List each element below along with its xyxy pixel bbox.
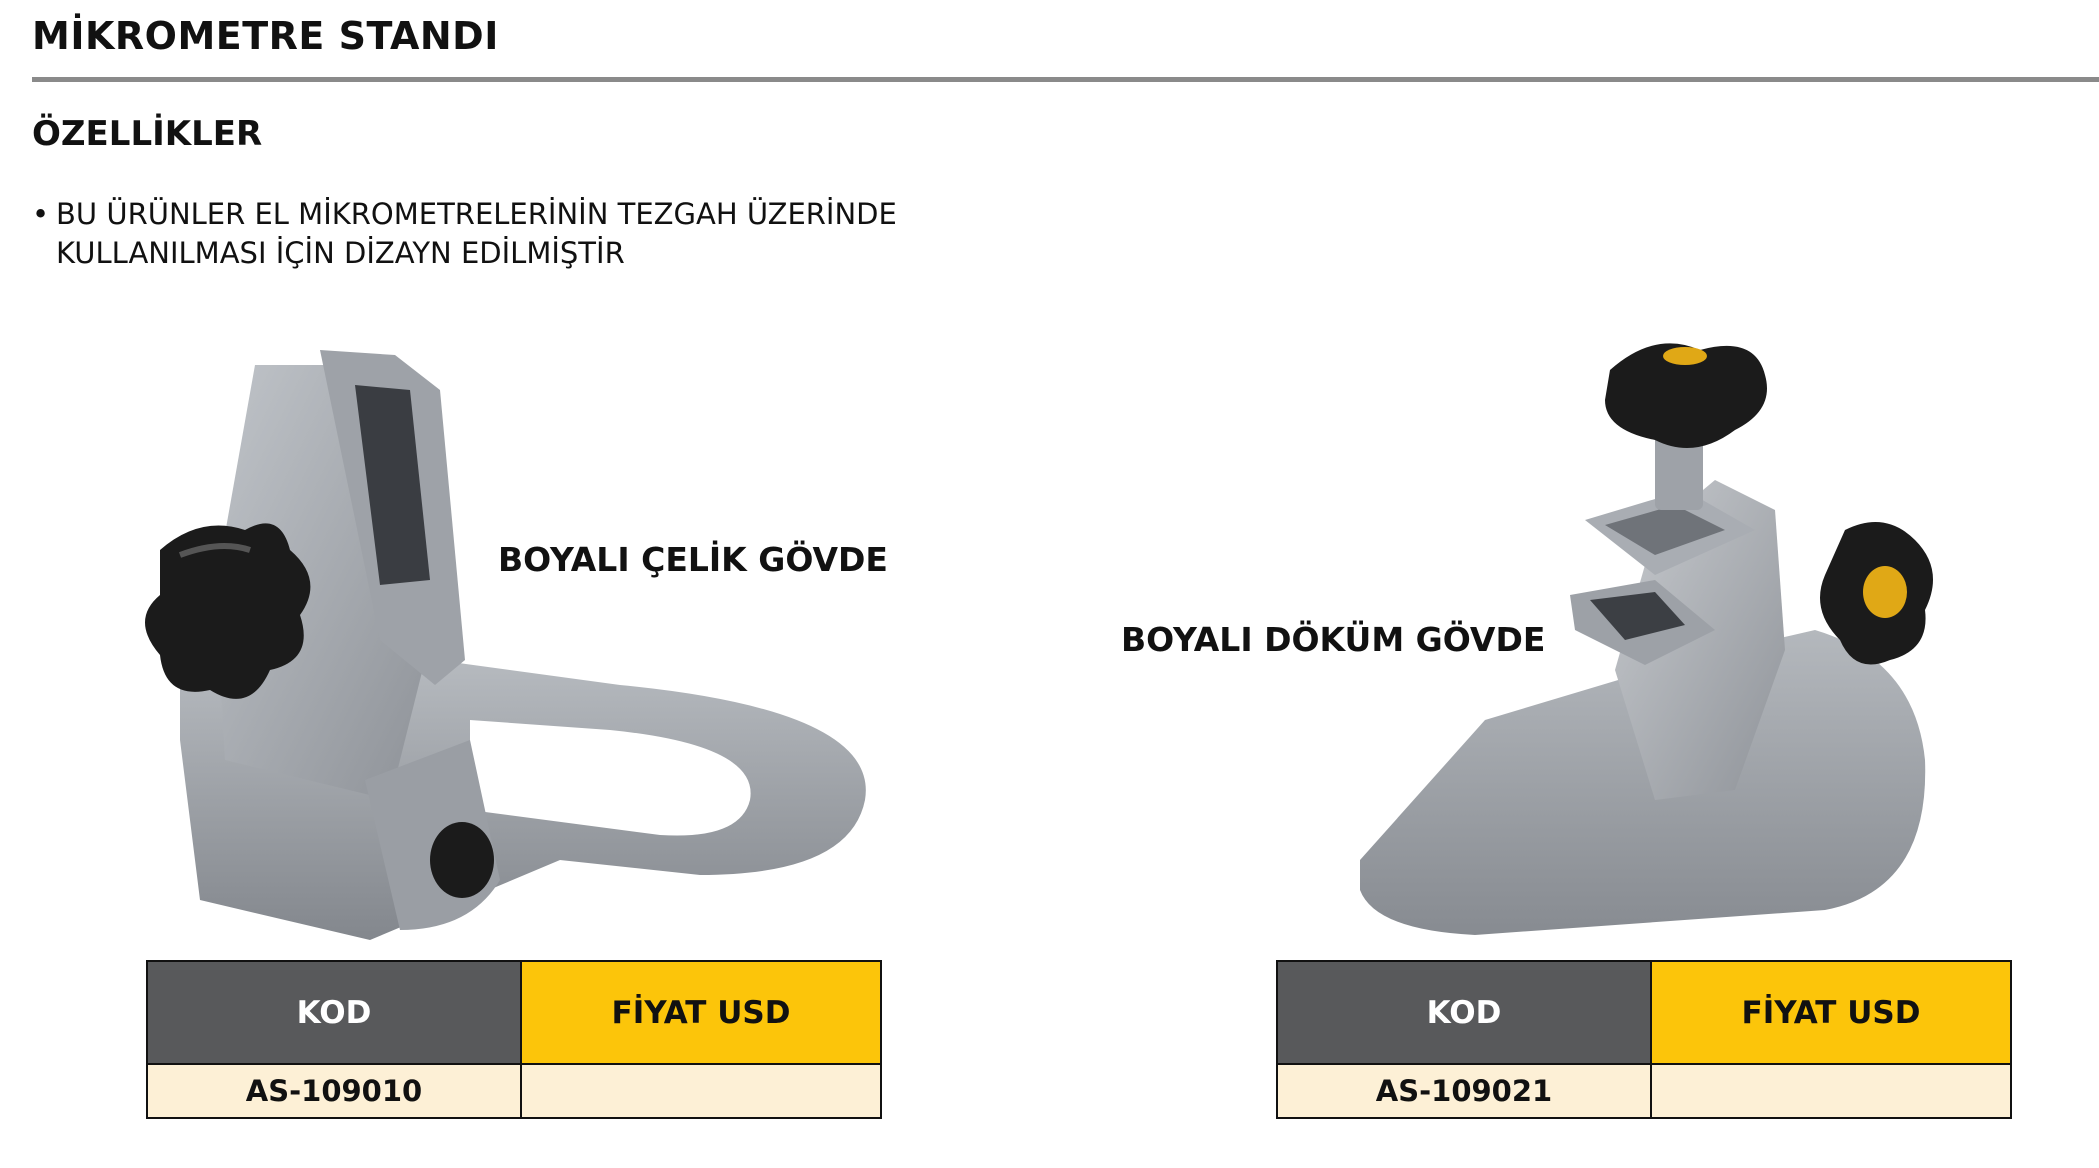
title-rule bbox=[32, 77, 2099, 82]
feature-line-1: BU ÜRÜNLER EL MİKROMETRELERİNİN TEZGAH Ü… bbox=[56, 197, 897, 231]
section-heading: ÖZELLİKLER bbox=[32, 114, 263, 154]
product-code-cell: AS-109010 bbox=[146, 1063, 522, 1119]
price-table-cast: KOD FİYAT USD AS-109021 bbox=[1276, 960, 2012, 1119]
column-header-code: KOD bbox=[146, 960, 522, 1065]
price-cell bbox=[1650, 1063, 2012, 1119]
table-row: AS-109010 bbox=[146, 1063, 882, 1119]
cast-micrometer-stand-image bbox=[1360, 343, 1933, 935]
table-header-row: KOD FİYAT USD bbox=[146, 960, 882, 1065]
feature-item: •BU ÜRÜNLER EL MİKROMETRELERİNİN TEZGAH … bbox=[32, 195, 1032, 273]
page-title: MİKROMETRE STANDI bbox=[32, 14, 499, 58]
feature-line-2: KULLANILMASI İÇİN DİZAYN EDİLMİŞTİR bbox=[56, 236, 625, 270]
table-row: AS-109021 bbox=[1276, 1063, 2012, 1119]
steel-micrometer-stand-image bbox=[145, 350, 866, 940]
product-code-cell: AS-109021 bbox=[1276, 1063, 1652, 1119]
price-table-steel: KOD FİYAT USD AS-109010 bbox=[146, 960, 882, 1119]
table-header-row: KOD FİYAT USD bbox=[1276, 960, 2012, 1065]
feature-list: •BU ÜRÜNLER EL MİKROMETRELERİNİN TEZGAH … bbox=[32, 195, 1032, 273]
body-label-cast: BOYALI DÖKÜM GÖVDE bbox=[1121, 620, 1546, 659]
body-label-steel: BOYALI ÇELİK GÖVDE bbox=[498, 540, 888, 579]
column-header-price: FİYAT USD bbox=[1650, 960, 2012, 1065]
column-header-code: KOD bbox=[1276, 960, 1652, 1065]
column-header-price: FİYAT USD bbox=[520, 960, 882, 1065]
price-cell bbox=[520, 1063, 882, 1119]
bullet-icon: • bbox=[32, 197, 50, 231]
